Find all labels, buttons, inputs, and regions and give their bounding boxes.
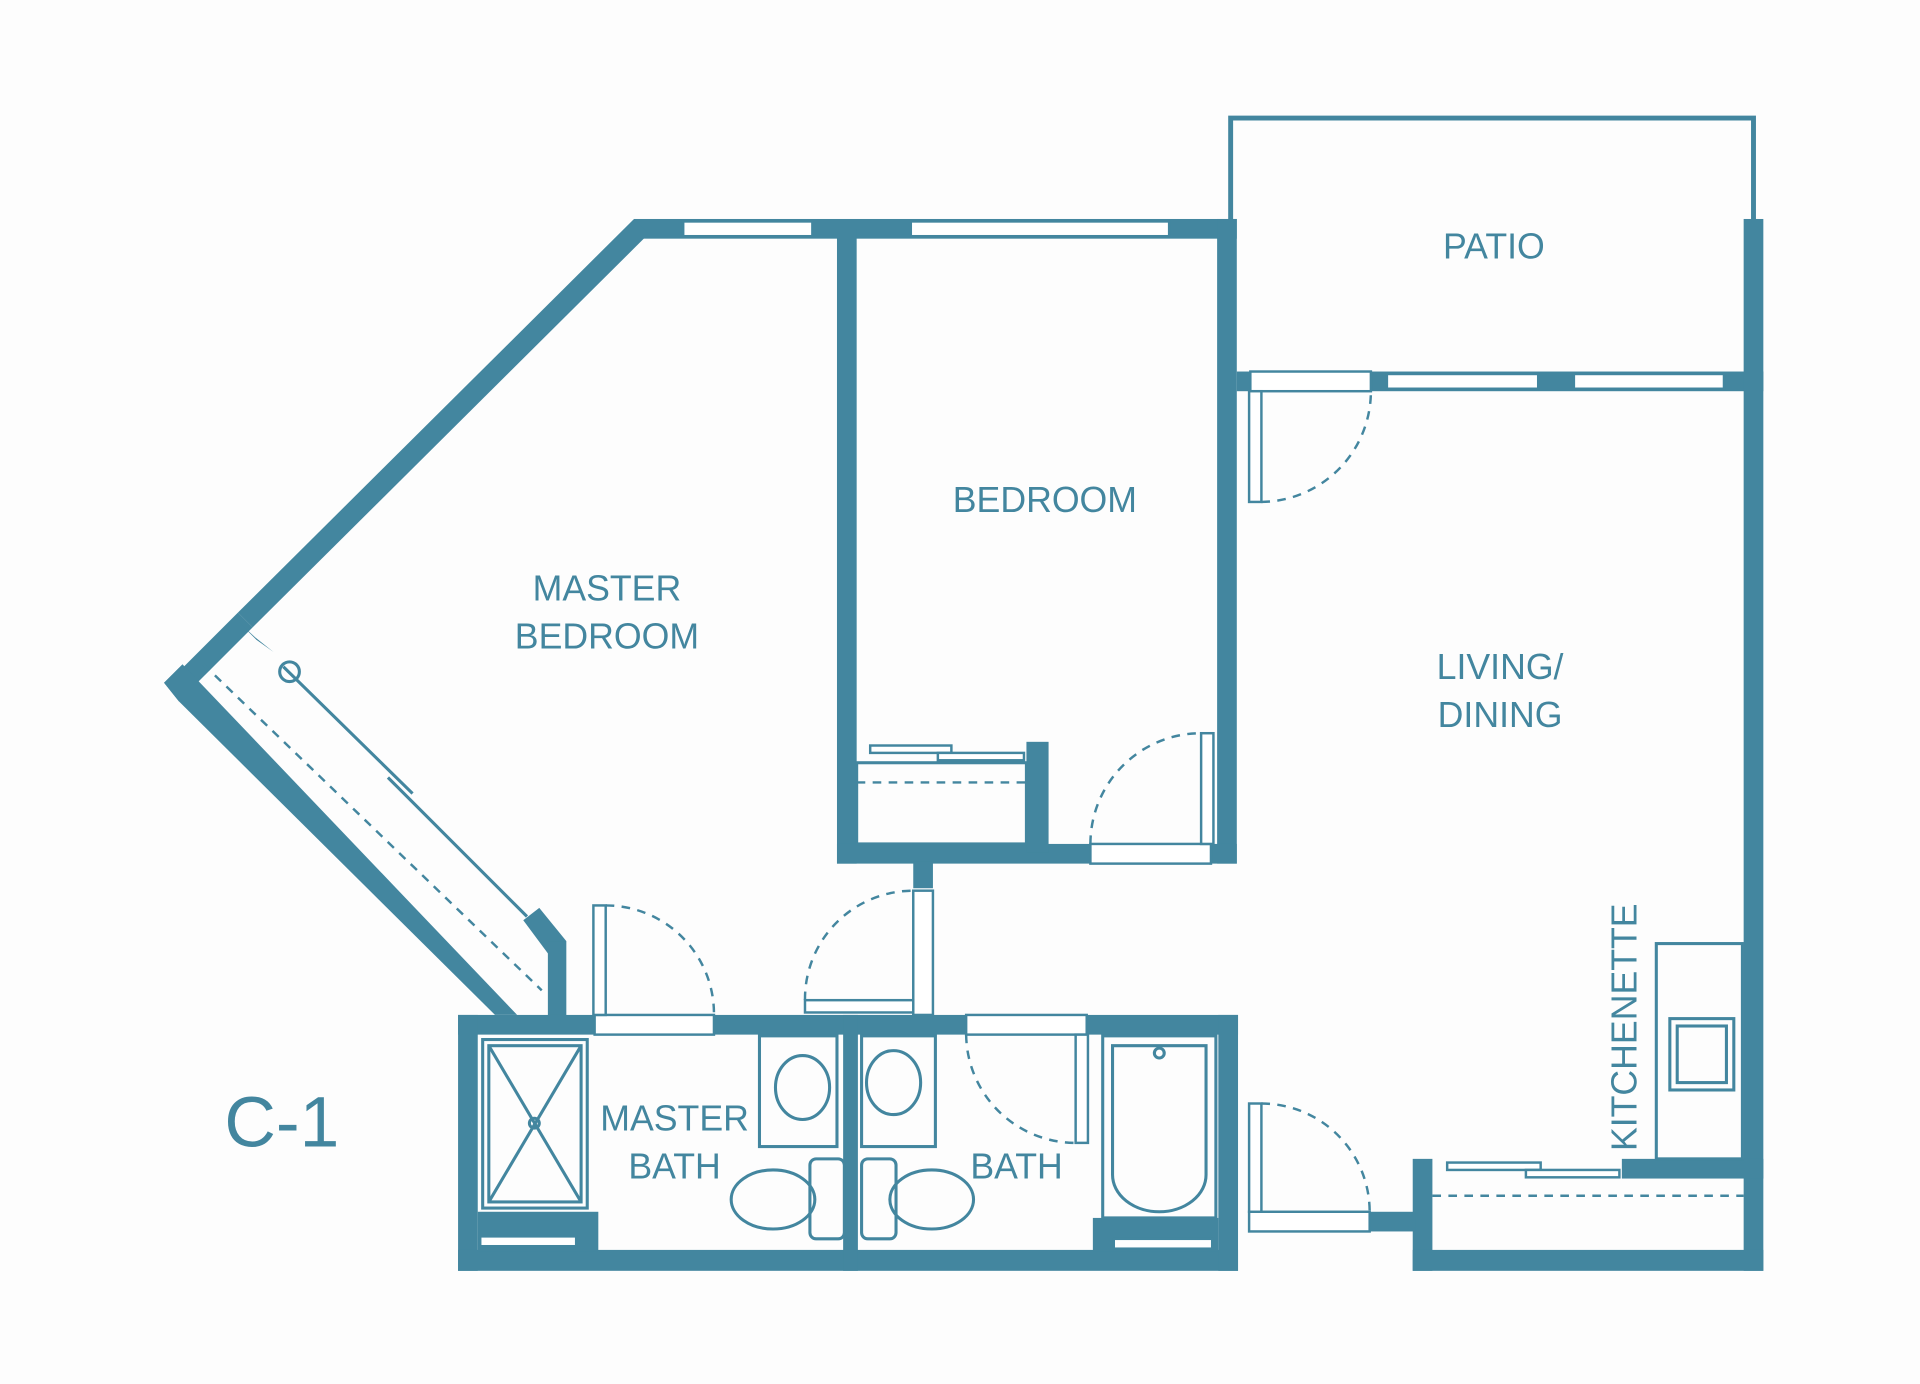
- sink-icon: [757, 1017, 1736, 1149]
- room-label-bedroom: BEDROOM: [953, 480, 1137, 520]
- patio-railing: [1228, 115, 1756, 222]
- room-label-bath: BATH: [970, 1147, 1062, 1187]
- room-label-master-bedroom-line1: MASTER: [533, 568, 682, 608]
- room-label-kitchenette: KITCHENETTE: [1605, 903, 1645, 1151]
- plan-code: C-1: [224, 1083, 339, 1163]
- room-label-living-line2: DINING: [1438, 695, 1563, 735]
- room-label-master-bedroom-line2: BEDROOM: [515, 616, 699, 656]
- bathtub-icon: [1101, 1034, 1218, 1220]
- room-label-living-line1: LIVING/: [1437, 647, 1564, 687]
- toilet-icon: [729, 1157, 976, 1241]
- room-label-master-bath-line2: BATH: [628, 1147, 720, 1187]
- fixtures: [481, 942, 1744, 1241]
- room-label-patio: PATIO: [1443, 226, 1545, 266]
- doors: [202, 370, 1744, 1233]
- shower-icon: [481, 1038, 589, 1210]
- windows: [478, 220, 1726, 1250]
- room-label-master-bath-line1: MASTER: [600, 1099, 749, 1139]
